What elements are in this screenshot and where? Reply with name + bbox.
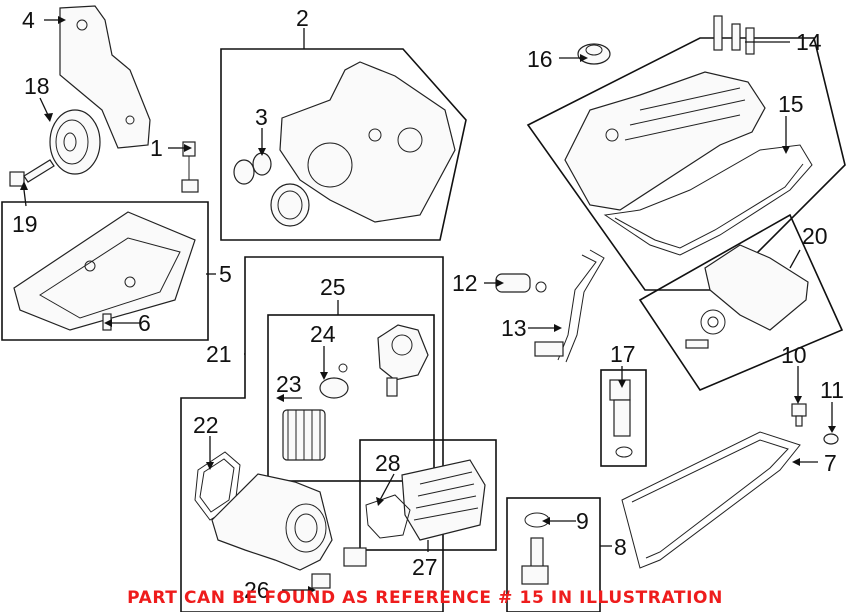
box-oil-filter [267, 314, 435, 482]
dipstick-tube [534, 249, 605, 363]
callout-23: 23 [276, 371, 302, 397]
callout-17: 17 [610, 341, 636, 367]
filter-seal [319, 363, 349, 399]
callout-16: 16 [527, 46, 553, 72]
vanos-solenoid [609, 379, 633, 458]
pulley-bolt [9, 159, 55, 187]
box-oil-filter-housing [180, 256, 444, 612]
callout-19: 19 [12, 211, 38, 237]
callout-8: 8 [614, 534, 627, 560]
callout-18: 18 [24, 73, 50, 99]
callout-25: 25 [320, 274, 346, 300]
callout-15: 15 [778, 91, 804, 117]
washer [823, 433, 839, 445]
box-valve-cover [526, 37, 846, 291]
footer-note: PART CAN BE FOUND AS REFERENCE # 15 IN I… [127, 588, 723, 608]
callout-20: 20 [802, 223, 828, 249]
callout-14: 14 [796, 29, 822, 55]
callout-27: 27 [412, 554, 438, 580]
oil-pump-bolt [791, 403, 807, 427]
box-oil-pump [638, 213, 844, 391]
box-oil-pan [1, 201, 209, 341]
callout-26: 26 [244, 577, 270, 603]
callout-5: 5 [219, 261, 232, 287]
oil-pressure-switch [311, 547, 367, 589]
oil-cooler-gasket [365, 494, 411, 539]
callout-9: 9 [576, 508, 589, 534]
callout-2: 2 [296, 5, 309, 31]
engine-front-cover [279, 61, 456, 223]
oil-cooler [401, 459, 486, 541]
callout-10: 10 [781, 342, 807, 368]
box-vanos-solenoid [600, 369, 647, 467]
timing-cover-plate [59, 5, 151, 149]
oil-filler-cap [577, 43, 611, 65]
box-oil-level-sensor [506, 497, 601, 612]
oil-filter-housing [211, 473, 333, 571]
front-seal [233, 152, 310, 227]
valve-cover-bolts [713, 15, 755, 55]
crankshaft-pulley [49, 109, 101, 175]
callout-13: 13 [501, 315, 527, 341]
callout-7: 7 [824, 450, 837, 476]
leader-lines [23, 19, 833, 591]
oil-filter-cap [377, 324, 429, 397]
valve-cover [564, 71, 766, 211]
callout-22: 22 [193, 412, 219, 438]
oil-pump [685, 244, 809, 349]
arrow-heads [20, 16, 836, 594]
callout-28: 28 [375, 450, 401, 476]
callout-12: 12 [452, 270, 478, 296]
callout-1: 1 [150, 135, 163, 161]
box-engine-front-cover [220, 48, 467, 241]
valve-cover-gasket [603, 144, 813, 256]
callout-11: 11 [820, 377, 844, 403]
callout-4: 4 [22, 7, 35, 33]
callout-3: 3 [255, 104, 268, 130]
callout-24: 24 [310, 321, 336, 347]
oil-pan [13, 211, 196, 331]
oil-pan-gasket [621, 431, 801, 569]
oil-filter-element [282, 409, 326, 461]
callout-21: 21 [206, 341, 232, 367]
oil-level-sensor [521, 512, 550, 585]
callout-6: 6 [138, 310, 151, 336]
